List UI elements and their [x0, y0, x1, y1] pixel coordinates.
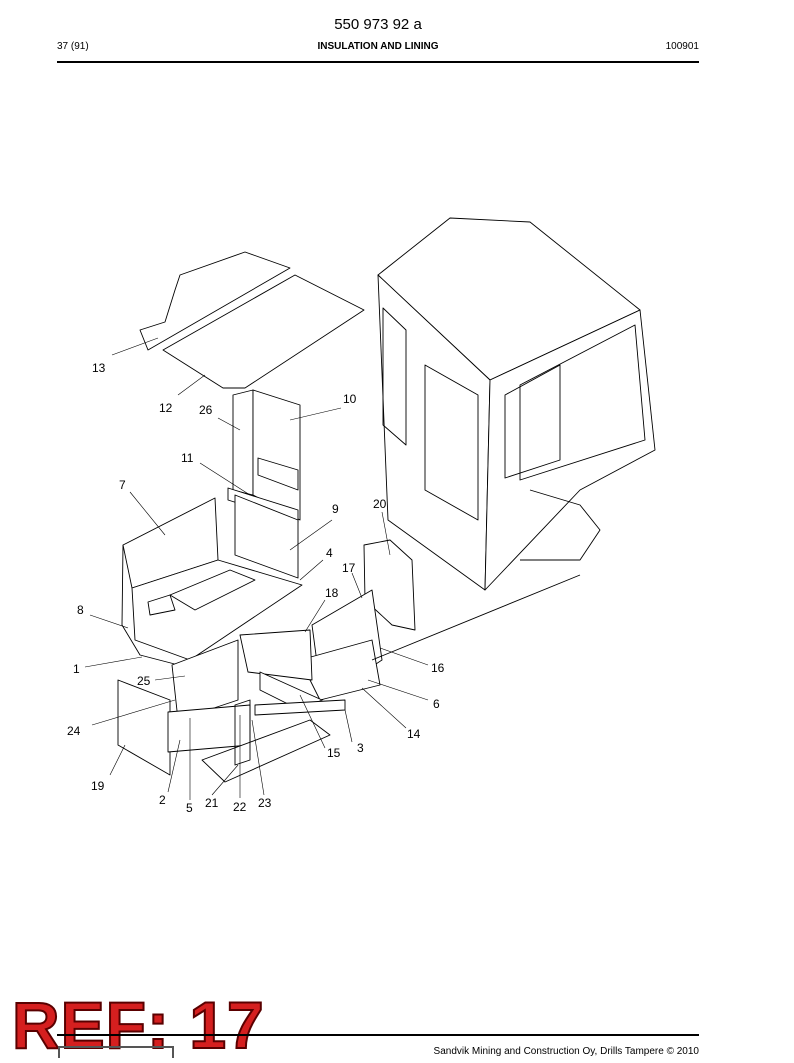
callout-16: 16 [431, 661, 445, 675]
callout-21: 21 [205, 796, 219, 810]
callout-22: 22 [233, 800, 247, 814]
callout-24: 24 [67, 724, 81, 738]
header-rule [57, 61, 699, 63]
lower-panels [117, 639, 331, 783]
callout-4: 4 [326, 546, 333, 560]
callout-10: 10 [343, 392, 357, 406]
callout-8: 8 [77, 603, 84, 617]
callout-11: 11 [181, 451, 194, 465]
callout-12: 12 [159, 401, 173, 415]
callout-6: 6 [433, 697, 440, 711]
reference-stamp: REF: 17 [11, 987, 265, 1063]
rear-wall-panels [232, 389, 301, 521]
callout-18: 18 [325, 586, 339, 600]
callout-5: 5 [186, 801, 193, 815]
roof-panels [139, 251, 365, 389]
page-reference: 37 (91) [57, 41, 89, 52]
callout-3: 3 [357, 741, 364, 755]
company-logo [58, 1046, 174, 1058]
callout-15: 15 [327, 746, 341, 760]
footer-rule [57, 1034, 699, 1036]
callout-9: 9 [332, 502, 339, 516]
document-title: INSULATION AND LINING [317, 41, 439, 52]
copyright-text: Sandvik Mining and Construction Oy, Dril… [433, 1046, 699, 1057]
callout-13: 13 [92, 361, 106, 375]
center-panels [239, 629, 346, 716]
floor-tray [121, 497, 303, 669]
callout-17: 17 [342, 561, 356, 575]
side-lining-panels [227, 487, 299, 579]
cab-body [377, 217, 656, 591]
callout-26: 26 [199, 403, 213, 417]
callout-23: 23 [258, 796, 272, 810]
date-code: 100901 [665, 41, 699, 52]
callout-20: 20 [373, 497, 387, 511]
callout-1: 1 [73, 662, 80, 676]
right-side-lining [299, 539, 416, 701]
callout-19: 19 [91, 779, 105, 793]
callout-14: 14 [407, 727, 421, 741]
doc-number: 550 973 92 a [334, 16, 422, 33]
callout-25: 25 [137, 674, 151, 688]
callout-2: 2 [159, 793, 166, 807]
callout-7: 7 [119, 478, 126, 492]
